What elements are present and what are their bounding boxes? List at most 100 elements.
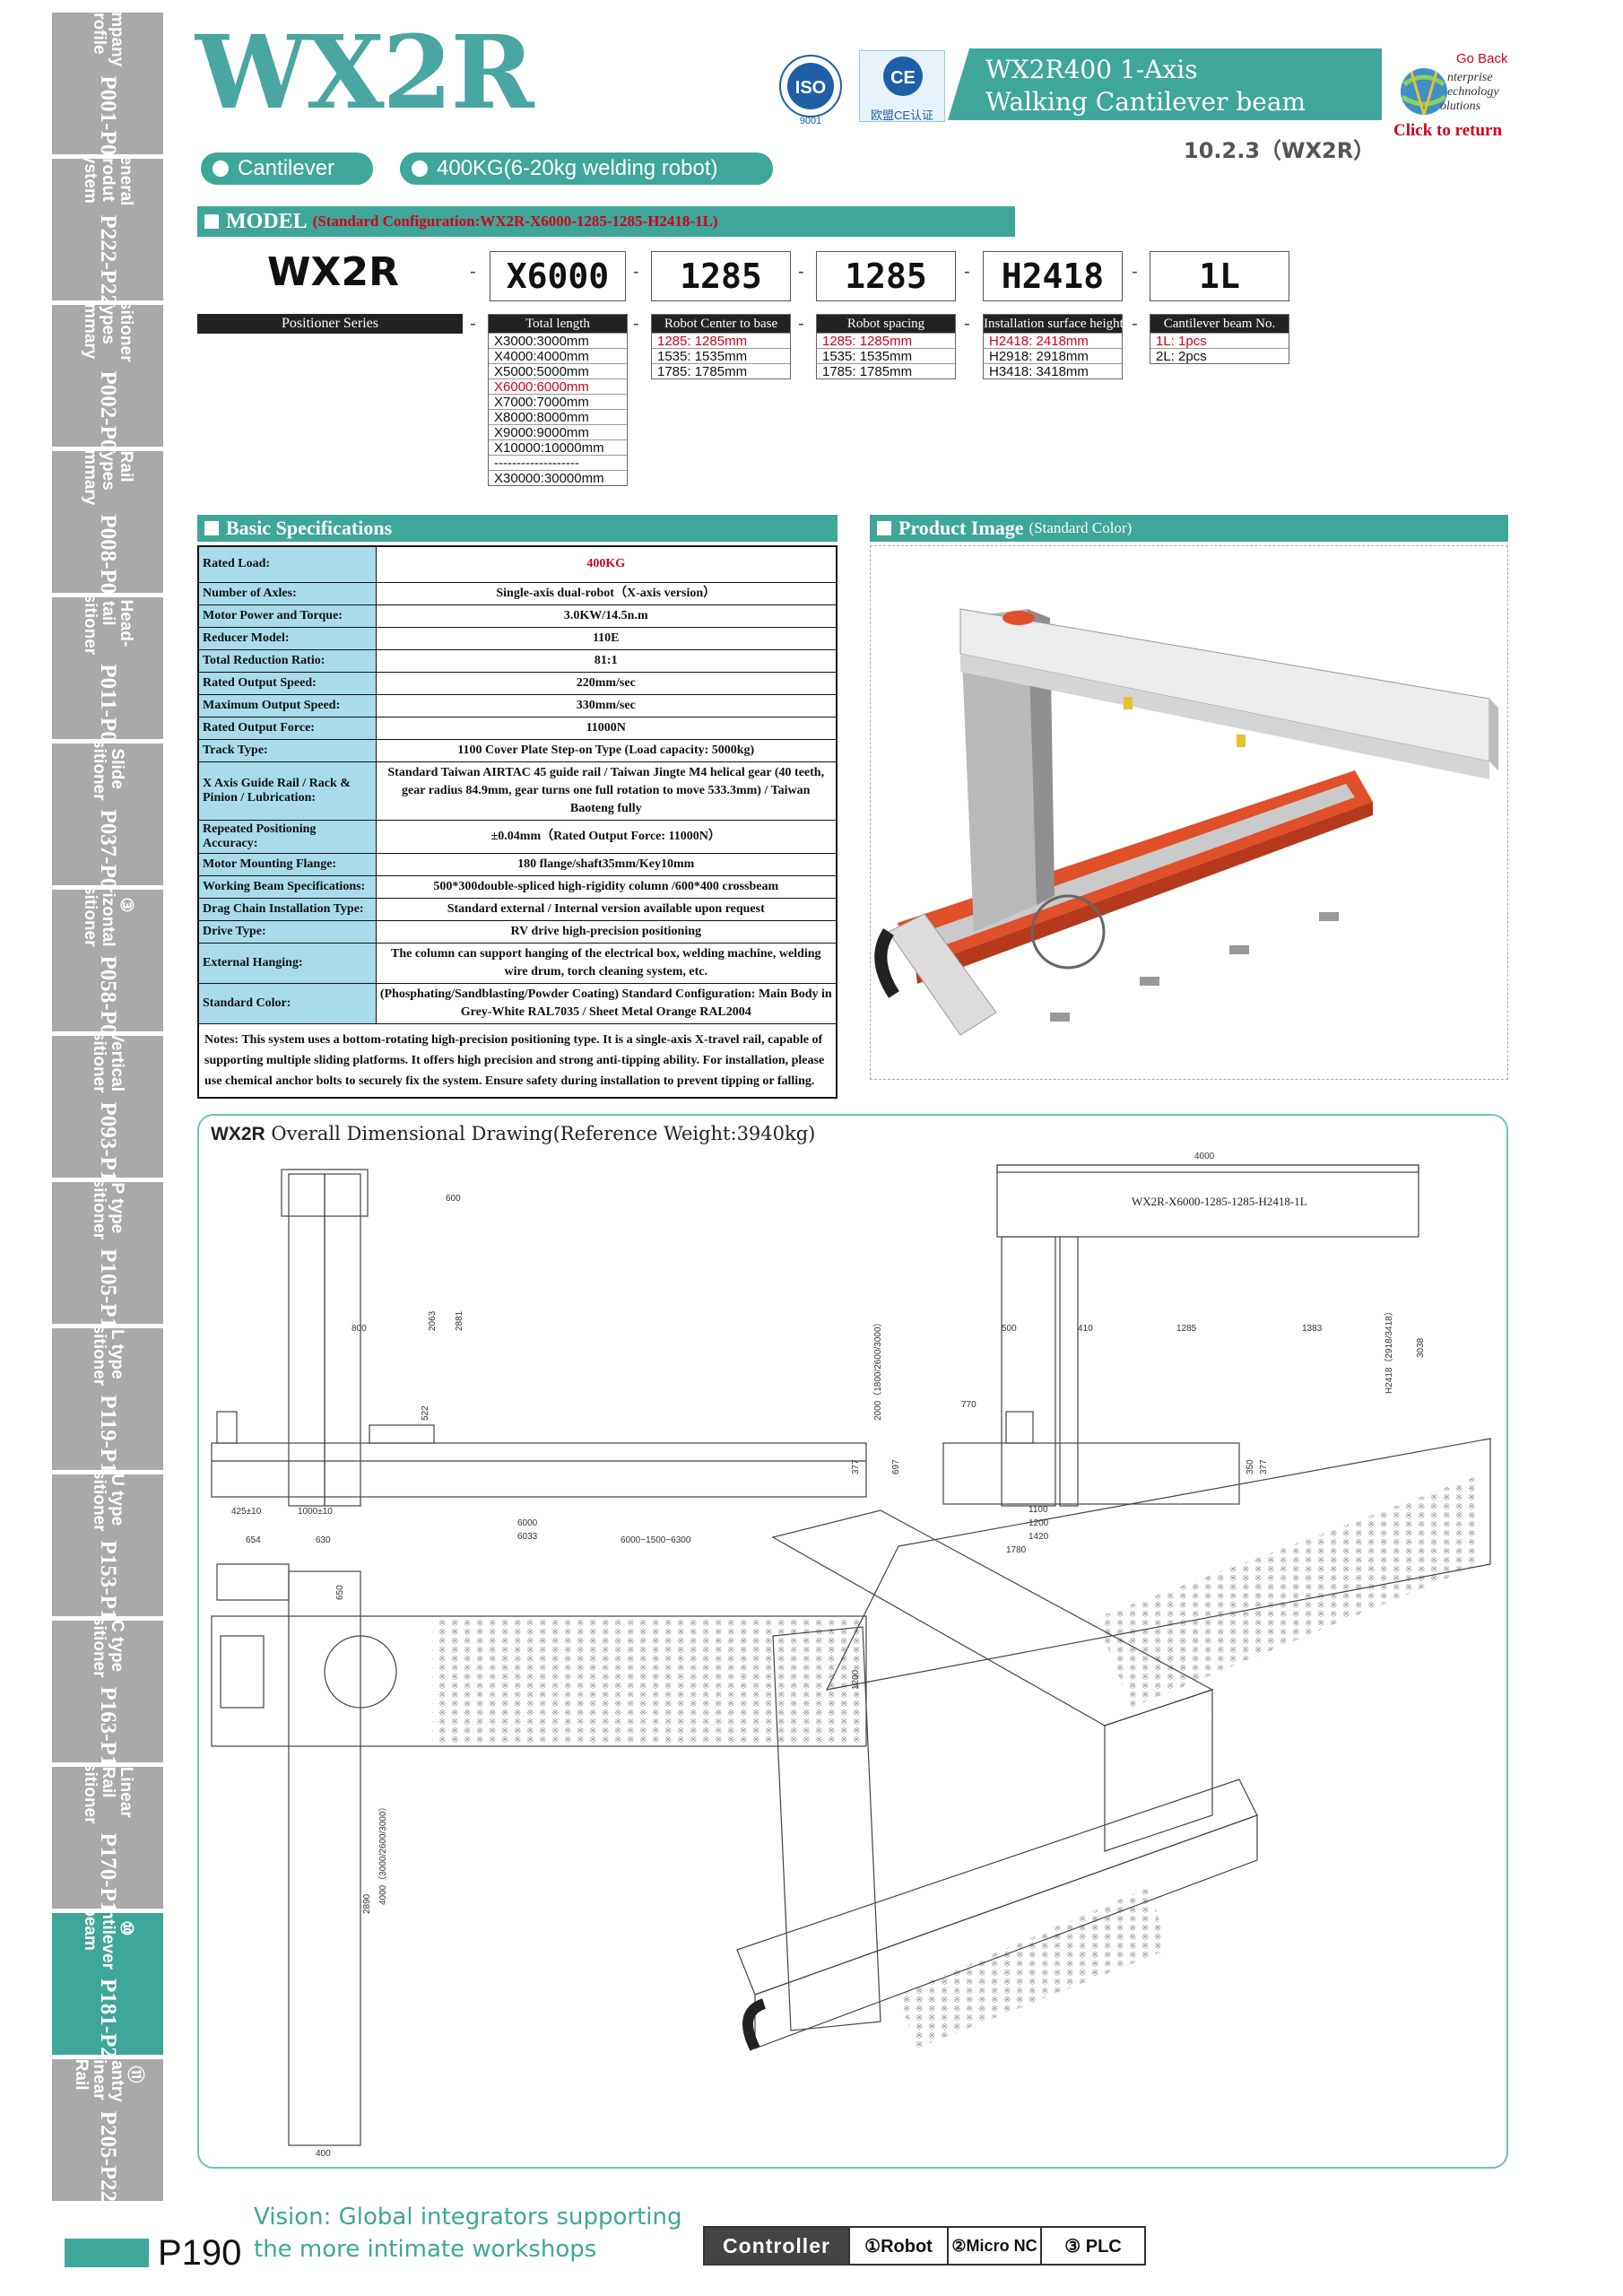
dim-base-425: 425±10 xyxy=(231,1507,262,1517)
dim-side-base: 522 xyxy=(421,1405,430,1421)
sidebar-tab-pages: P001-P001 xyxy=(96,75,120,154)
spec-value: The column can support hanging of the el… xyxy=(375,942,838,984)
spec-row: Rated Load:400KG xyxy=(197,545,838,583)
spec-value: 1100 Cover Plate Step-on Type (Load capa… xyxy=(375,738,838,762)
specs-title: Basic Specifications xyxy=(226,517,393,539)
square-bullet-icon xyxy=(204,521,219,535)
page-number: P190 xyxy=(158,2233,242,2273)
option-group-header: Cantilever beam No. xyxy=(1150,315,1289,333)
option-row: X30000:30000mm xyxy=(489,470,627,486)
spec-key: Repeated Positioning Accuracy: xyxy=(197,819,377,854)
sidebar-tab-p037-p057[interactable]: P037-P057② Slide Positioner xyxy=(52,744,163,885)
iso-badge-icon: ISO 9001 xyxy=(779,55,842,126)
sidebar-tab-content: P163-P169⑧ C type Positioner xyxy=(90,1621,126,1762)
spec-row: Reducer Model:110E xyxy=(197,626,838,650)
spec-value: 400KG xyxy=(375,545,838,583)
dim-plan-4000: 4000（3000/2600/3000） xyxy=(378,1802,388,1905)
separator-dash: - xyxy=(470,262,476,282)
controller-option-micro-nc[interactable]: ②Micro NC xyxy=(947,2228,1040,2264)
header-line-2: Walking Cantilever beam xyxy=(985,87,1306,117)
sidebar-tab-label: ⑤ P type Positioner xyxy=(90,1182,126,1240)
controller-option-plc[interactable]: ③ PLC xyxy=(1040,2228,1144,2264)
spec-key: External Hanging: xyxy=(197,942,377,984)
spec-notes-row: Notes: This system uses a bottom-rotatin… xyxy=(197,1022,838,1098)
dim-side-h2: 2881 xyxy=(455,1310,464,1331)
go-back-link[interactable]: Go Back nterprise echnology olutions Cli… xyxy=(1393,43,1537,142)
dim-plan-1200: 1200 xyxy=(851,1669,861,1690)
sidebar-tab-label: ⑦ U type Positioner xyxy=(90,1474,126,1532)
spec-value: 81:1 xyxy=(375,648,838,673)
option-row: X5000:5000mm xyxy=(489,363,627,379)
spec-key: Rated Output Speed: xyxy=(197,671,377,695)
spec-key: X Axis Guide Rail / Rack & Pinion / Lubr… xyxy=(197,761,377,821)
pill-label: Cantilever xyxy=(238,156,335,180)
spec-value: Standard Taiwan AIRTAC 45 guide rail / T… xyxy=(375,761,838,821)
option-row: 1285: 1285mm xyxy=(817,333,955,349)
separator-dash: - xyxy=(633,262,639,282)
sidebar-tab-p105-p118[interactable]: P105-P118 ⑤ P type Positioner xyxy=(52,1182,163,1324)
sidebar-tab-p011-p036[interactable]: P011-P036① Head-tail Positioner xyxy=(52,597,163,739)
product-image-title: Product Image xyxy=(898,517,1024,539)
logo-line-2: echnology xyxy=(1447,85,1499,99)
go-back-text: Go Back xyxy=(1456,51,1508,66)
dim-front-500: 500 xyxy=(1002,1324,1017,1334)
controller-option-robot[interactable]: ①Robot xyxy=(848,2228,947,2264)
spec-value: ±0.04mm（Rated Output Force: 11000N） xyxy=(375,819,838,854)
positioner-series-label: Positioner Series xyxy=(197,314,463,334)
spec-row: Rated Output Force:11000N xyxy=(197,716,838,740)
sidebar-tab-p170-p180[interactable]: P170-P180⑨ Linear Rail Positioner xyxy=(52,1767,163,1909)
sidebar-tab-label: ⑧ C type Positioner xyxy=(90,1621,126,1678)
spec-row: Working Beam Specifications:500*300doubl… xyxy=(197,874,838,899)
dim-front-350: 350 xyxy=(1245,1459,1255,1474)
sidebar-tab-pages: P002-P008 xyxy=(96,370,120,447)
option-group-header: Robot spacing xyxy=(817,315,955,333)
code-total-length: X6000 xyxy=(490,251,626,301)
code-install-height: H2418 xyxy=(983,251,1123,301)
sidebar-tab-content: P037-P057② Slide Positioner xyxy=(90,744,126,885)
dim-front-top: 4000 xyxy=(1194,1152,1215,1161)
spec-value: 11000N xyxy=(375,716,838,740)
spec-value: Single-axis dual-robot（X-axis version） xyxy=(375,581,838,605)
spec-row: Track Type:1100 Cover Plate Step-on Type… xyxy=(197,738,838,762)
option-row: H2418: 2418mm xyxy=(984,333,1122,349)
spec-value: RV drive high-precision positioning xyxy=(375,919,838,944)
dim-plan-630: 630 xyxy=(316,1535,331,1545)
sidebar-tab-p153-p162[interactable]: P153-P162⑦ U type Positioner xyxy=(52,1474,163,1616)
pill-dot-icon xyxy=(412,161,428,177)
spec-key: Total Reduction Ratio: xyxy=(197,648,377,673)
option-row: 1L: 1pcs xyxy=(1150,333,1289,349)
option-row: H2918: 2918mm xyxy=(984,348,1122,364)
spec-key: Standard Color: xyxy=(197,982,377,1024)
dim-front-1383: 1383 xyxy=(1302,1324,1323,1334)
controller-label: Controller xyxy=(705,2228,848,2264)
iso-number: 9001 xyxy=(800,116,821,126)
drawing-title-text: Overall Dimensional Drawing(Reference We… xyxy=(265,1123,816,1144)
catalog-ref-code: 10.2.3（WX2R） xyxy=(1184,138,1376,163)
sidebar-tab-p119-p152[interactable]: P119-P152⑥ L type Positioner xyxy=(52,1328,163,1470)
dim-plan-2890: 2890 xyxy=(362,1893,372,1914)
sidebar-tab-pages: P105-P118 xyxy=(96,1248,120,1324)
sidebar-tab-p093-p104[interactable]: P093-P104④ Vertical Positioner xyxy=(52,1036,163,1178)
load-pill: 400KG(6-20kg welding robot) xyxy=(400,152,773,185)
sidebar-tab-pages: P093-P104 xyxy=(96,1101,120,1178)
sidebar-tab-content: P093-P104④ Vertical Positioner xyxy=(90,1036,126,1178)
sidebar-tab-p163-p169[interactable]: P163-P169⑧ C type Positioner xyxy=(52,1621,163,1762)
dim-front-410: 410 xyxy=(1078,1324,1093,1334)
logo-line-1: nterprise xyxy=(1447,71,1493,84)
click-to-return-text: Click to return xyxy=(1393,121,1502,140)
dim-front-697: 697 xyxy=(891,1459,901,1474)
